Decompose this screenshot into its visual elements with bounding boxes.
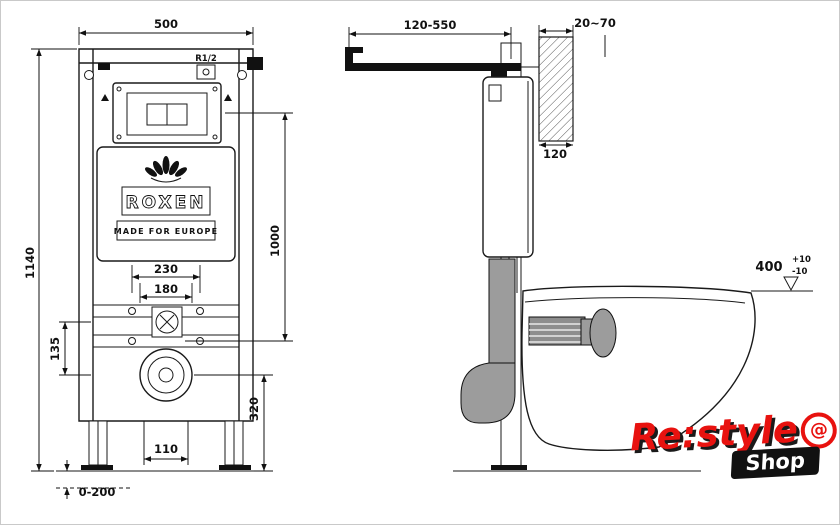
svg-text:1140: 1140 — [23, 247, 37, 279]
dim-drain-height: 320 — [194, 374, 273, 472]
svg-text:320: 320 — [247, 397, 261, 421]
foot-side — [491, 465, 527, 470]
wall-section — [538, 36, 574, 142]
svg-text:+10: +10 — [792, 255, 811, 265]
svg-text:500: 500 — [154, 17, 178, 31]
thread-hole — [202, 68, 210, 76]
alignment-mark-right — [224, 94, 232, 101]
dim-plate-height: 1000 — [185, 112, 293, 342]
fitting-left — [98, 63, 110, 70]
tagline-label: MADE FOR EUROPE — [114, 227, 219, 236]
flush-plate — [101, 82, 232, 144]
dim-feet-adjust: 0-200 — [64, 460, 116, 499]
svg-text:0-200: 0-200 — [79, 485, 116, 499]
dim-height: 1140 — [23, 48, 77, 472]
foot-left — [81, 465, 113, 470]
legs — [81, 420, 251, 470]
drain-pipe-side — [460, 258, 516, 424]
dim-bowl-height: 400 +10 -10 — [751, 255, 813, 292]
lotus-icon — [145, 156, 187, 183]
svg-text:230: 230 — [154, 262, 178, 276]
svg-text:120: 120 — [543, 147, 567, 161]
cistern: ROXEN MADE FOR EUROPE — [96, 146, 236, 262]
dim-width: 500 — [78, 17, 254, 45]
frame-outline — [78, 48, 254, 422]
dim-wall-gap: 20~70 — [538, 16, 616, 37]
outlet-connector — [528, 308, 617, 358]
svg-text:-10: -10 — [792, 267, 807, 277]
bolt-left — [84, 70, 94, 80]
svg-text:110: 110 — [154, 442, 178, 456]
drain-outlet — [139, 348, 193, 465]
front-view: R1/2 ROXEN — [23, 17, 293, 499]
top-support-arm — [345, 47, 539, 71]
svg-text:1000: 1000 — [268, 225, 282, 257]
svg-text:135: 135 — [48, 337, 62, 361]
thread-label: R1/2 — [195, 54, 217, 64]
bolt-right — [237, 70, 247, 80]
dim-duct-depth: 120 — [539, 142, 573, 161]
svg-text:20~70: 20~70 — [574, 16, 616, 30]
inlet-connector — [247, 57, 263, 70]
svg-text:400: 400 — [755, 260, 782, 275]
cart-at-icon: @ — [799, 411, 838, 449]
dim-inlet-offset: 135 — [48, 321, 91, 376]
svg-text:120-550: 120-550 — [404, 18, 457, 32]
dim-depth-range: 120-550 — [348, 18, 512, 59]
inlet-valve — [128, 306, 204, 345]
thread-fitting — [196, 64, 216, 80]
level-datum-icon — [783, 276, 799, 292]
dim-plate-widths: 230 180 — [131, 262, 201, 303]
svg-text:180: 180 — [154, 282, 178, 296]
foot-right — [219, 465, 251, 470]
logo-shop-badge: Shop — [730, 446, 820, 480]
brand-label: ROXEN — [126, 193, 207, 213]
restyle-shop-logo: Re:style@ Shop — [629, 406, 838, 507]
alignment-mark-left — [101, 94, 109, 101]
dim-outlet-width: 110 — [144, 442, 188, 462]
side-view: 120-550 20~70 120 400 +10 -10 — [345, 16, 813, 472]
